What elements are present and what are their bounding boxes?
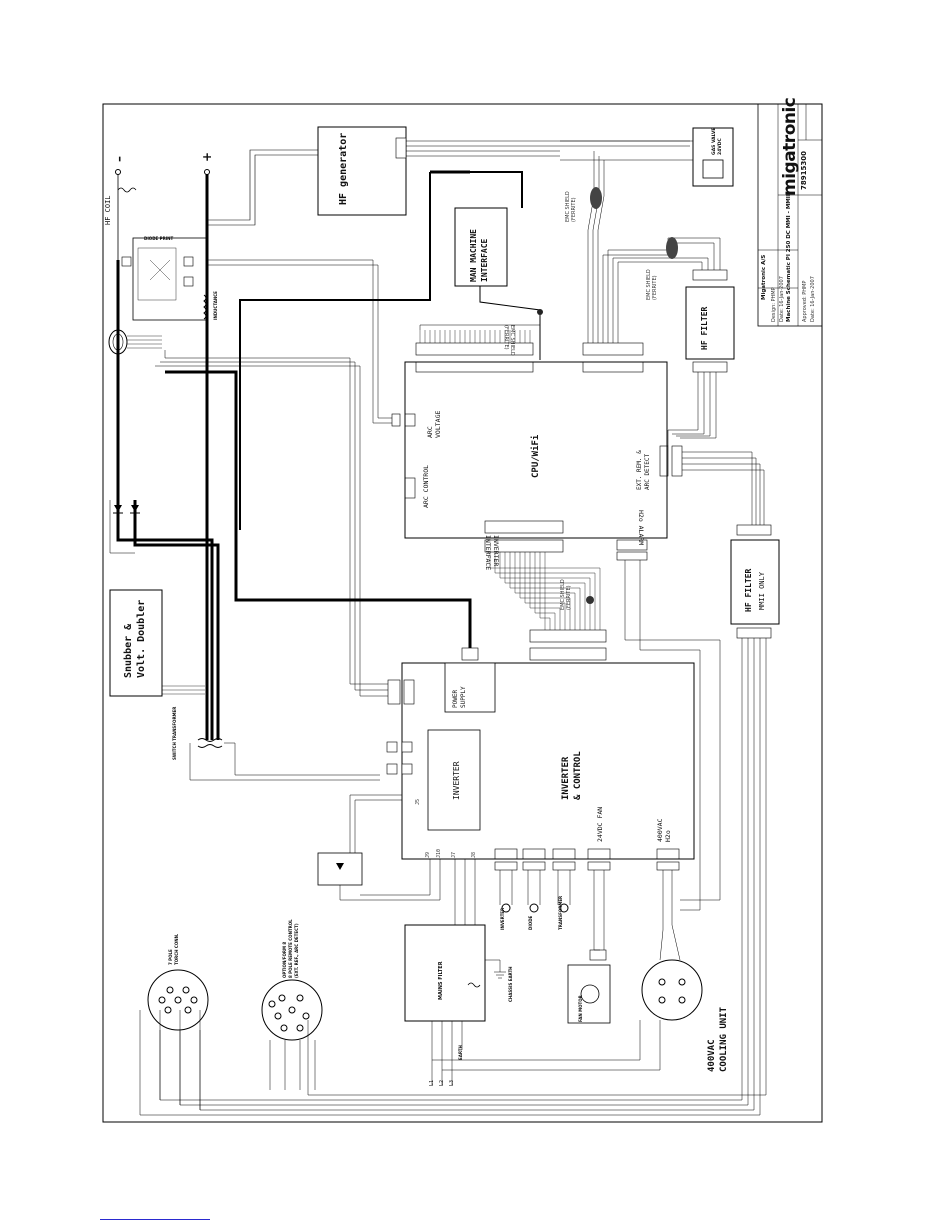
vac-h2o-label: 400VAC H2o	[656, 818, 672, 842]
inverter-sensor-icon	[501, 903, 511, 913]
footer-line	[100, 1219, 210, 1220]
inverter-box	[427, 729, 481, 831]
power-supply-box	[444, 662, 496, 713]
cpu-label: CPU/WiFi	[531, 434, 541, 478]
fan-motor-label: FAN MOTOR	[578, 995, 583, 1022]
approved-by: Approved: PHMP	[802, 280, 808, 322]
emc-shield-4-label: EMC SHIELD (FERRITE)	[560, 579, 572, 610]
cpu-box	[404, 361, 668, 539]
emc-shield-1-label: EMC SHIELD (FERRITE)	[565, 191, 577, 222]
j9-label: J9	[425, 851, 431, 858]
ext-rem-arc-label: EXT. REM. & ARC DETECT	[636, 450, 651, 490]
cooling-unit-label: 400VAC COOLING UNIT	[707, 1006, 729, 1072]
company-name: Migatronic A/S	[761, 254, 767, 300]
hf-generator-label: HF generator	[338, 132, 349, 205]
inverter-sensor-label: INVERTER	[500, 907, 505, 930]
j10-label: J10	[436, 848, 442, 858]
diode-sensor-label: DIODE	[528, 915, 533, 930]
ferrite-2	[666, 237, 678, 259]
diode-print-box	[132, 237, 208, 321]
inverter-label: INVERTER	[452, 761, 461, 800]
arc-control-label: ARC CONTROL	[422, 464, 430, 508]
hf-coil	[117, 170, 137, 260]
plus-terminal: +	[200, 151, 214, 162]
output-diodes	[113, 505, 140, 514]
power-supply-label: POWER SUPPLY	[452, 686, 467, 708]
l1-label: L1	[429, 1079, 435, 1086]
hf-filter-2-label: HF FILTER	[744, 568, 753, 612]
emc-shield-3-label: EMC SHIELD (FERRITE)	[503, 325, 515, 356]
ferrite-1	[590, 187, 602, 209]
earth-label: EARTH	[458, 1045, 463, 1060]
diode-print-label: DIODE PRINT	[144, 236, 174, 241]
inductance-label: INDUCTANCE	[213, 291, 218, 320]
minus-terminal: –	[112, 156, 126, 162]
hf-coil-label: HF COIL	[104, 195, 112, 225]
arc-voltage-label: ARC VOLTAGE	[426, 410, 442, 438]
fan-motor-icon	[580, 984, 600, 1004]
diode-sensor-icon	[529, 903, 539, 913]
hf-filter-1-box	[685, 286, 735, 360]
option-connector	[261, 979, 323, 1041]
document-number: 78915300	[800, 151, 808, 190]
hf-filter-2-sublabel: MMII ONLY	[758, 572, 766, 610]
inverter-control-label: INVERTER & CONTROL	[561, 751, 583, 800]
torch-conn-label: 7 POLE TORCH CONN.	[168, 933, 179, 965]
optional-conn-label: OPTION/FORM 8 8 POLE REMOTE CONTROL (EXT…	[282, 919, 299, 978]
ferrite-3	[586, 596, 594, 604]
transformer-sensor-icon	[559, 903, 569, 913]
mains-filter-label: MAINS FILTER	[438, 961, 444, 1000]
fan-motor-box	[567, 964, 611, 1024]
emc-shield-2-label: EMC SHIELD (FERRITE)	[646, 269, 658, 300]
mains-filter-box	[404, 924, 486, 1022]
logo-text: migatronic	[780, 97, 800, 196]
inverter-interface-label: INVERTER INTERFACE	[484, 535, 500, 571]
l3-label: L3	[449, 1079, 455, 1086]
document-title: Machine Schematic PI 250 DC MMI - MMII	[786, 194, 792, 322]
title-block	[757, 103, 823, 327]
mmi-box	[454, 207, 508, 287]
drawn-by: Design: PHMP	[771, 287, 777, 322]
h2o-alarm-label: H2o ALARM	[637, 510, 645, 546]
gas-valve-label: GAS VALVE 24VDC	[712, 127, 723, 155]
inductance-coil	[203, 294, 207, 320]
l2-label: L2	[439, 1079, 445, 1086]
current-sensor	[108, 329, 128, 355]
cooling-unit-connector	[641, 959, 703, 1021]
fan-24v-label: 24VDC FAN	[596, 806, 604, 842]
hf-filter-2-box	[730, 539, 780, 625]
drawing-frame	[102, 103, 823, 1123]
switch-transformer-label: SWITCH TRANSFORMER	[172, 706, 177, 760]
j7-label: J7	[451, 851, 457, 858]
switch-transformer	[197, 738, 223, 748]
mmi-label: MAN MACHINE INTERFACE	[469, 229, 489, 282]
j8-label: J8	[471, 851, 477, 858]
snubber-box	[109, 589, 163, 697]
hf-generator-box	[317, 126, 407, 216]
torch-connector	[147, 969, 209, 1031]
gas-valve-box	[692, 127, 734, 187]
transformer-sensor-label: TRANSFORMER	[558, 895, 563, 930]
date-1: Date: 16-Jan-2007	[779, 276, 785, 322]
snubber-label: Snubber & Volt. Doubler	[123, 599, 147, 678]
date-2: Date: 16-Jan-2007	[810, 276, 816, 322]
chassis-earth-label: CHASSIS EARTH	[508, 966, 513, 1002]
j5-label: J5	[415, 798, 421, 805]
hf-filter-1-label: HF FILTER	[700, 306, 709, 350]
